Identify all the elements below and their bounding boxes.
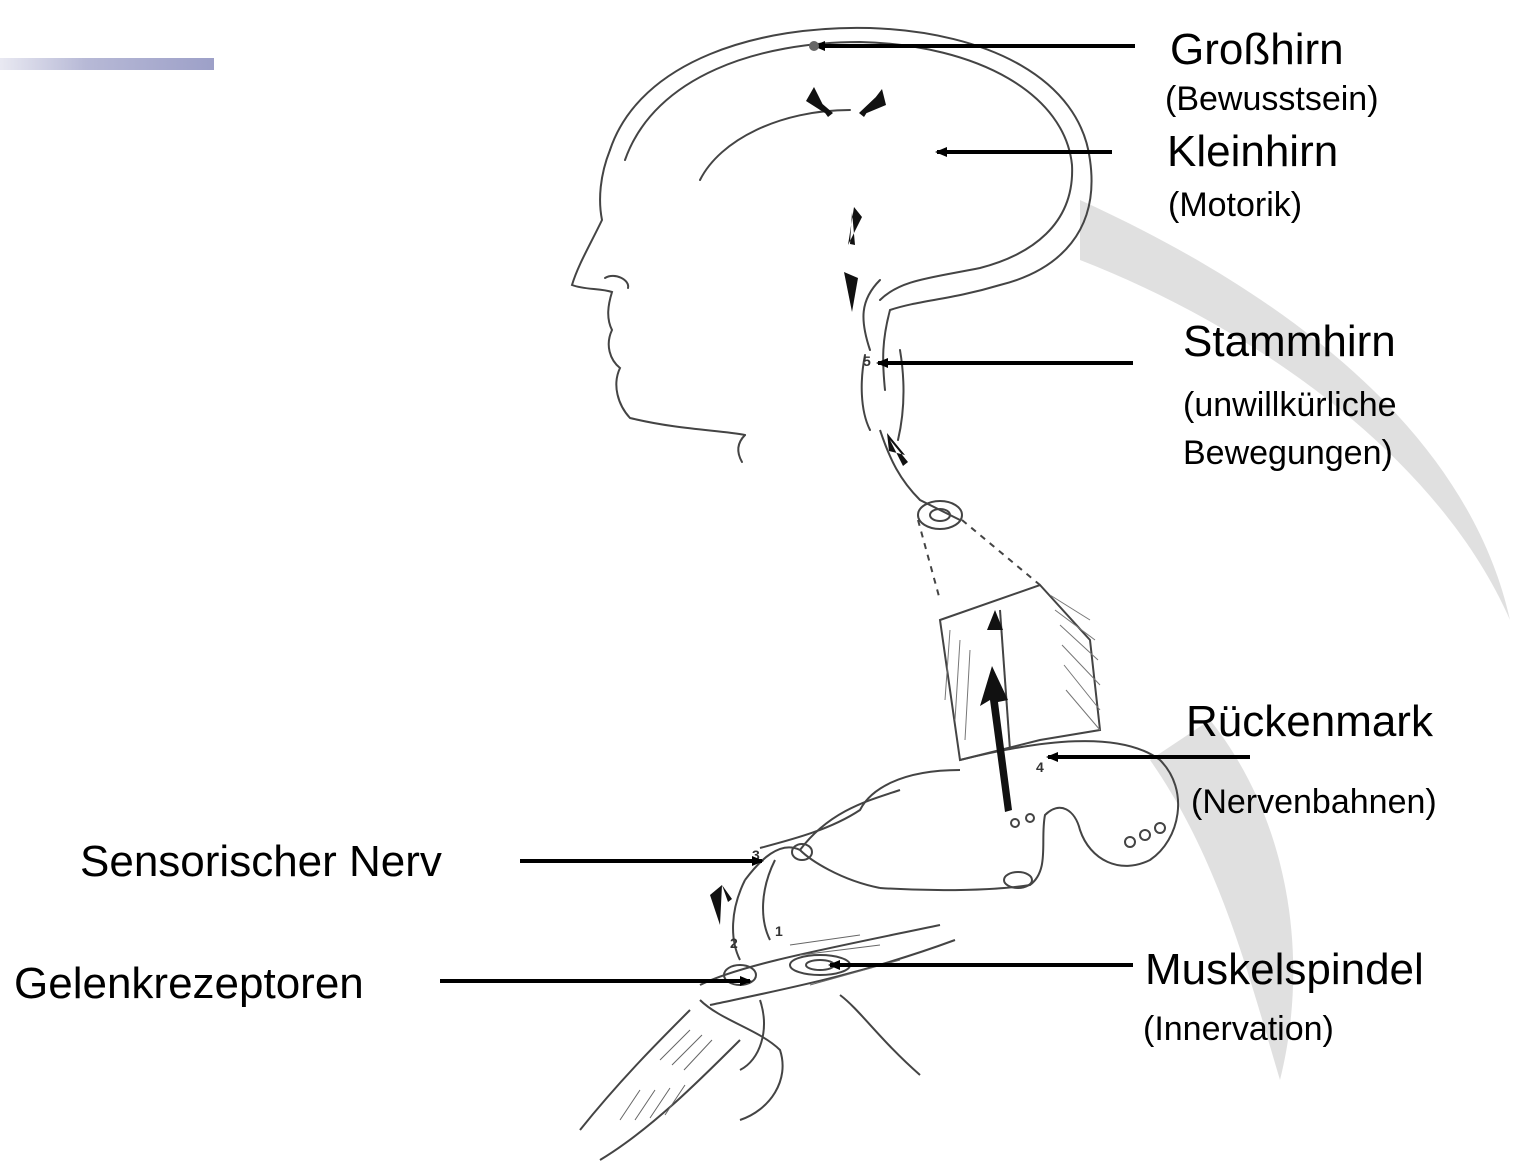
pathway-numbers: 1 2 3 4 5 xyxy=(730,353,1044,951)
label-muskelspindel: Muskelspindel xyxy=(1145,948,1424,992)
label-stammhirn-sub-2: Bewegungen) xyxy=(1183,436,1393,470)
grosshirn-dot xyxy=(809,41,819,51)
label-grosshirn: Großhirn xyxy=(1170,28,1344,72)
head-outline xyxy=(572,28,1092,462)
pathway-number-2: 2 xyxy=(730,935,738,951)
label-stammhirn-sub-1: (unwillkürliche xyxy=(1183,388,1397,422)
brain-flow-arrows xyxy=(806,87,886,312)
label-rueckenmark-sub: (Nervenbahnen) xyxy=(1191,785,1437,819)
spinal-cord-sketch xyxy=(733,430,1178,960)
label-muskelspindel-sub: (Innervation) xyxy=(1143,1012,1334,1046)
pathway-number-4: 4 xyxy=(1036,759,1044,775)
label-stammhirn: Stammhirn xyxy=(1183,320,1396,364)
label-rueckenmark: Rückenmark xyxy=(1186,700,1433,744)
label-gelenkrezeptoren: Gelenkrezeptoren xyxy=(14,962,364,1006)
spinal-nodes xyxy=(792,814,1165,888)
label-arrows xyxy=(440,46,1250,981)
pathway-number-1: 1 xyxy=(775,923,783,939)
label-sensorischer-nerv: Sensorischer Nerv xyxy=(80,840,442,884)
label-kleinhirn: Kleinhirn xyxy=(1167,130,1338,174)
pathway-number-5: 5 xyxy=(863,353,871,369)
label-grosshirn-sub: (Bewusstsein) xyxy=(1165,82,1379,116)
spinal-hatching xyxy=(945,595,1100,740)
label-kleinhirn-sub: (Motorik) xyxy=(1168,188,1302,222)
limb-hatching xyxy=(620,935,900,1120)
